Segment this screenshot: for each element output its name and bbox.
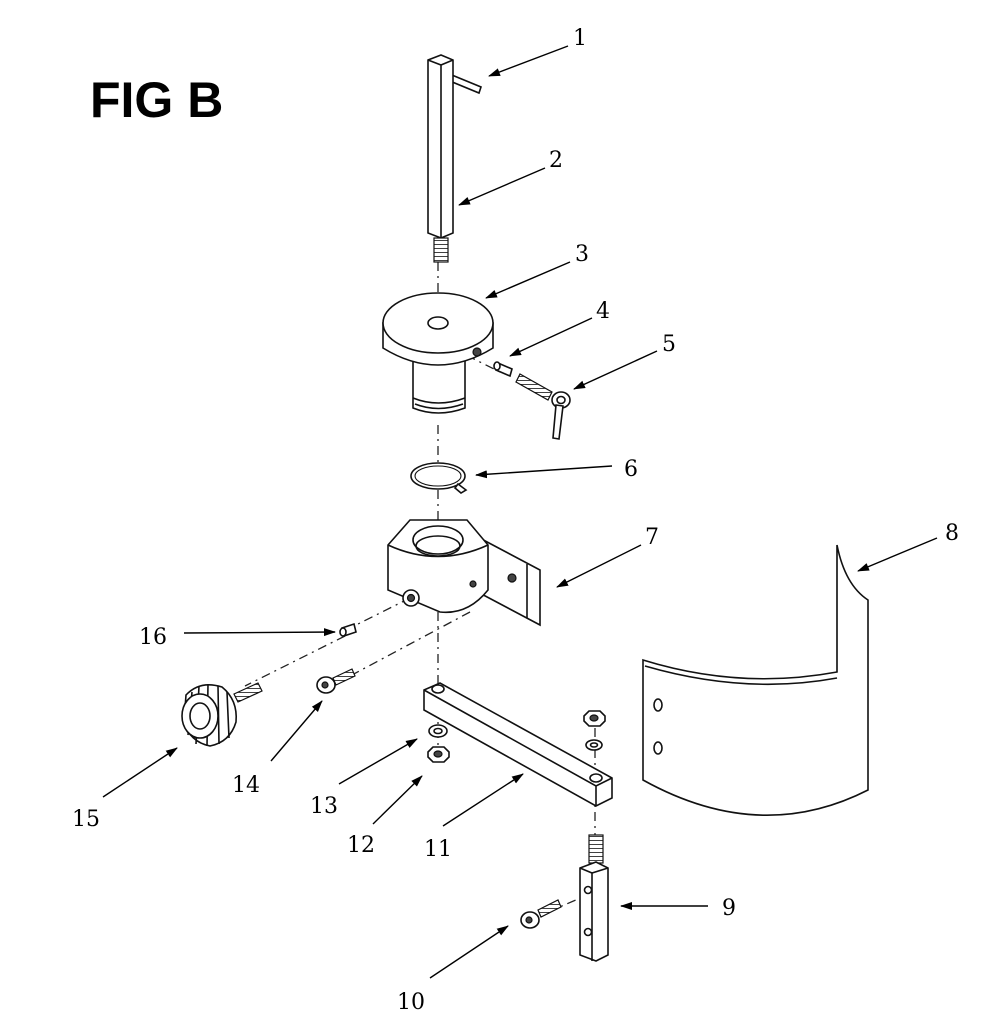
callout-1: 1 [573, 26, 587, 51]
leader-10 [429, 925, 509, 979]
part-12-hex-nut [427, 746, 450, 763]
bar-hardware [583, 710, 606, 751]
part-3-turret-head [382, 292, 494, 414]
leader-13 [338, 738, 418, 785]
leader-2 [458, 167, 546, 206]
part-2-square-post [427, 54, 454, 263]
leader-12 [372, 775, 423, 825]
callout-13: 13 [310, 794, 338, 819]
callout-7: 7 [645, 525, 659, 550]
part-10-cap-screw [520, 899, 562, 929]
leader-3 [485, 261, 571, 299]
part-15-knob [181, 682, 263, 747]
center-axis [349, 597, 411, 629]
callout-15: 15 [72, 807, 100, 832]
leader-1 [488, 45, 569, 77]
part-11-cross-bar [423, 682, 613, 807]
part-9-support-rod [579, 834, 609, 962]
leader-4 [509, 317, 593, 357]
leader-lines [102, 45, 938, 979]
leader-7 [556, 544, 642, 588]
leader-8 [857, 537, 938, 572]
callout-2: 2 [549, 148, 563, 173]
callout-9: 9 [722, 896, 736, 921]
callout-14: 14 [232, 773, 260, 798]
callout-labels: 1 2 3 4 5 6 7 8 9 10 11 12 13 14 15 16 [72, 26, 959, 1015]
leader-11 [442, 773, 524, 827]
callout-3: 3 [575, 242, 589, 267]
part-13-washer [428, 724, 448, 738]
center-axis [349, 611, 471, 677]
part-16-set-screw [339, 622, 357, 638]
callout-5: 5 [662, 332, 676, 357]
leader-14 [270, 700, 323, 762]
part-5-clamp-lever [515, 373, 571, 440]
callout-10: 10 [397, 990, 425, 1015]
leader-5 [573, 350, 658, 390]
callout-16: 16 [139, 625, 167, 650]
part-6-retaining-ring [410, 462, 468, 494]
callout-4: 4 [596, 299, 610, 324]
callout-8: 8 [945, 521, 959, 546]
callout-12: 12 [347, 833, 375, 858]
part-8-curved-guard [642, 544, 869, 816]
part-7-bracket [387, 519, 541, 627]
part-14-cap-screw [316, 668, 356, 694]
leader-15 [102, 747, 178, 798]
figure-title: FIG B [90, 72, 223, 128]
callout-11: 11 [424, 837, 452, 862]
part-4-set-screw [493, 361, 513, 378]
leader-6 [475, 465, 613, 479]
callout-6: 6 [624, 457, 638, 482]
center-axis [447, 345, 501, 373]
leader-16 [183, 628, 336, 637]
